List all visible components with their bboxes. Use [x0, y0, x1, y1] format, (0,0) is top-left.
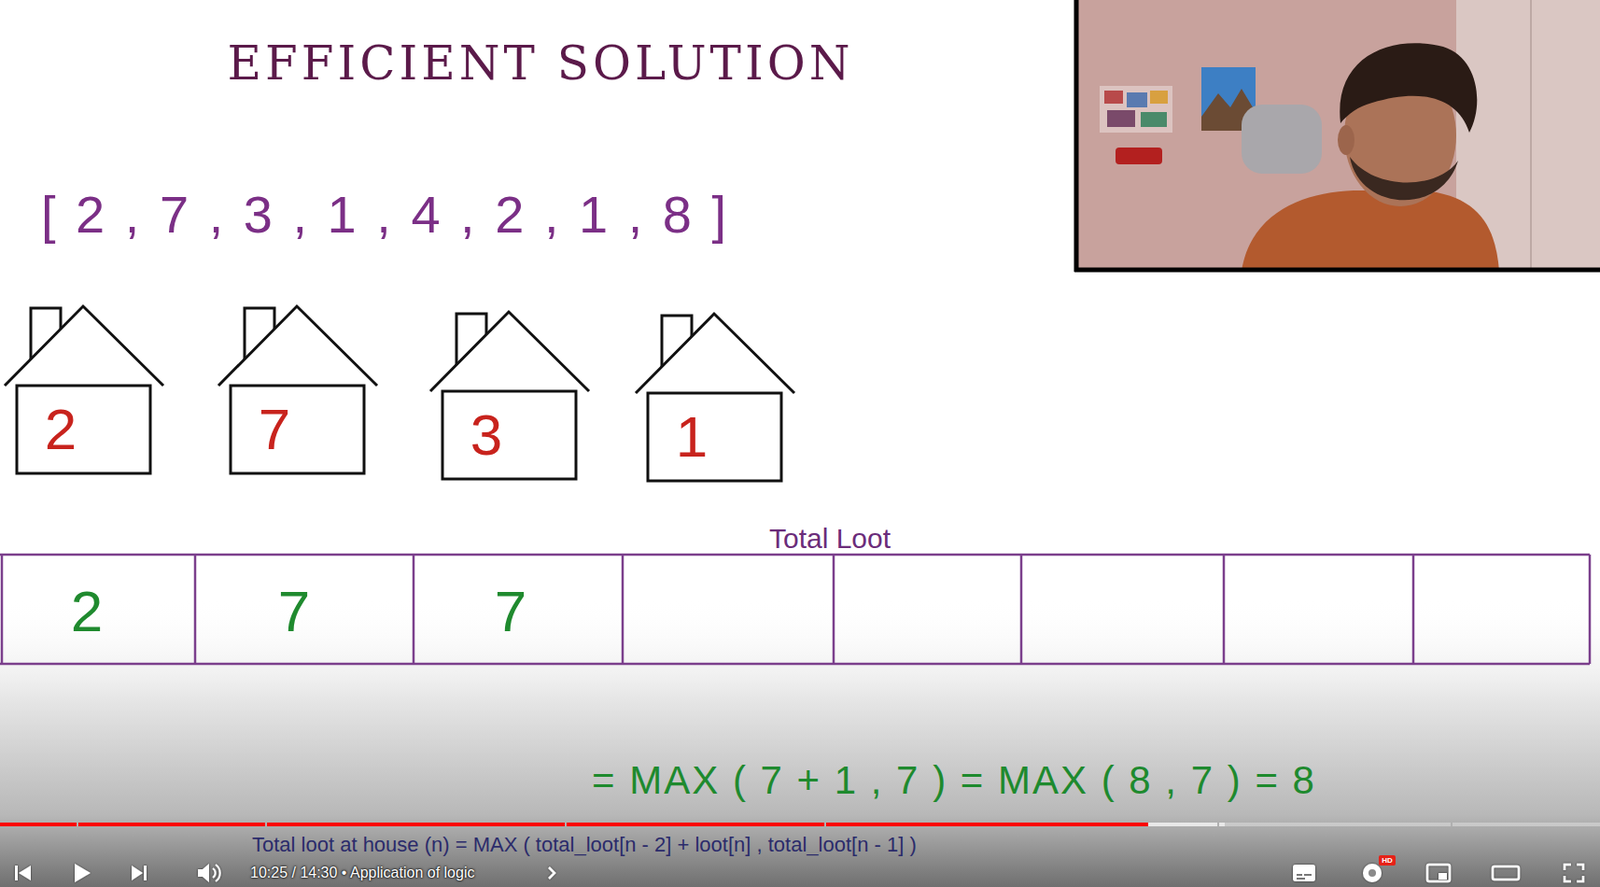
- house: 7: [216, 303, 379, 478]
- house: 2: [2, 303, 166, 478]
- chapter-gaps: [76, 822, 1453, 827]
- webcam-border: [1074, 0, 1080, 272]
- house-roof: [4, 306, 164, 386]
- webcam-car-sticker: [1115, 147, 1163, 165]
- webcam-person-shirt: [1241, 190, 1500, 271]
- table-cell: 7: [494, 582, 527, 641]
- table-rule: [412, 554, 416, 664]
- webcam-poster-patch: [1104, 90, 1123, 104]
- player-gradient: [0, 597, 1600, 887]
- miniplayer-icon: [1427, 864, 1450, 882]
- chapter-gap: [824, 822, 827, 827]
- table-rule: [0, 662, 1590, 666]
- previous-icon: [18, 865, 31, 881]
- chapter-gap: [1450, 822, 1453, 827]
- table-rule: [1412, 554, 1416, 664]
- webcam-cabinet-edge: [1529, 0, 1532, 271]
- chapter-gap: [265, 822, 267, 827]
- settings-hub: [1368, 869, 1376, 877]
- worked-formula: = MAX ( 7 + 1 , 7 ) = MAX ( 8 , 7 ) = 8: [591, 760, 1317, 800]
- house-body: [442, 391, 576, 479]
- hd-badge-text: HD: [1381, 856, 1393, 865]
- volume-icon: [197, 863, 210, 883]
- previous-icon: [14, 865, 18, 881]
- webcam-inset: [1074, 0, 1600, 272]
- table-heading: Total Loot: [769, 524, 891, 553]
- progress-played: [0, 822, 1149, 827]
- table-cell: 2: [70, 582, 103, 641]
- webcam-poster-patch: [1107, 110, 1136, 127]
- house-loot: 3: [470, 406, 503, 464]
- progress-track: [0, 822, 1600, 827]
- house-outline: [633, 310, 797, 485]
- house-chimney: [661, 315, 692, 367]
- volume-wave: [212, 868, 216, 878]
- house-chimney: [30, 308, 61, 360]
- chapter-chevron: [548, 867, 555, 879]
- table-rule: [1020, 554, 1024, 664]
- captions-dash: [1296, 873, 1303, 876]
- captions-icon: [1292, 864, 1316, 882]
- table-rule: [0, 553, 1590, 557]
- house-body: [16, 385, 151, 474]
- house-loot: 2: [44, 400, 77, 459]
- webcam-poster-patch: [1140, 112, 1167, 127]
- house-loot: 1: [675, 407, 708, 466]
- webcam-person-beard: [1349, 156, 1459, 200]
- table-rule: [832, 554, 836, 664]
- house-outline: [428, 308, 591, 483]
- hd-badge: [1378, 855, 1396, 866]
- miniplayer-inner: [1438, 872, 1447, 880]
- loot-table: [0, 554, 1590, 664]
- input-array: [ 2 , 7 , 3 , 1 , 4 , 2 , 1 , 8 ]: [41, 188, 730, 241]
- progress-buffered: [0, 822, 1225, 827]
- table-rule: [1588, 554, 1592, 664]
- captions-dash: [1304, 873, 1312, 876]
- play-icon: [74, 863, 91, 883]
- house-loot: 7: [258, 400, 291, 459]
- recurrence-formula: Total loot at house (n) = MAX ( total_lo…: [252, 834, 917, 856]
- table-rule: [194, 554, 197, 664]
- webcam-chair: [1241, 104, 1322, 174]
- theater-icon: [1492, 866, 1519, 880]
- chapter-gap: [1217, 822, 1220, 827]
- chapter-gap: [76, 822, 79, 827]
- captions-dash: [1296, 877, 1306, 880]
- slide-title: EFFICIENT SOLUTION: [227, 40, 855, 87]
- next-icon: [131, 865, 143, 881]
- chapter-gap: [564, 822, 567, 827]
- next-icon: [143, 865, 147, 881]
- house-outline: [216, 303, 379, 478]
- house-roof: [430, 311, 590, 392]
- table-rule: [621, 554, 625, 664]
- house-roof: [635, 313, 795, 393]
- webcam-poster: [1099, 85, 1173, 133]
- video-time-chapter: 10:25 / 14:30 • Application of logic: [250, 865, 475, 881]
- house: 3: [428, 308, 591, 483]
- fullscreen-icon: [1564, 864, 1584, 882]
- player-controls: [14, 863, 1584, 883]
- house-body: [647, 392, 782, 481]
- table-rule: [0, 554, 4, 664]
- house-body: [230, 385, 365, 474]
- house: 1: [633, 310, 797, 485]
- volume-wave: [215, 864, 221, 882]
- webcam-person-hair: [1339, 42, 1477, 133]
- house-chimney: [244, 308, 275, 360]
- table-cell: 7: [278, 582, 310, 641]
- webcam-poster-patch: [1126, 92, 1148, 108]
- webcam-poster-patch: [1150, 90, 1168, 104]
- house-roof: [218, 306, 378, 386]
- settings-icon: [1362, 863, 1382, 883]
- table-rule: [1222, 554, 1226, 664]
- webcam-border: [1074, 267, 1600, 273]
- webcam-person-ear: [1337, 125, 1355, 155]
- house-outline: [2, 303, 166, 478]
- house-chimney: [456, 313, 487, 365]
- webcam-wall: [1074, 0, 1600, 271]
